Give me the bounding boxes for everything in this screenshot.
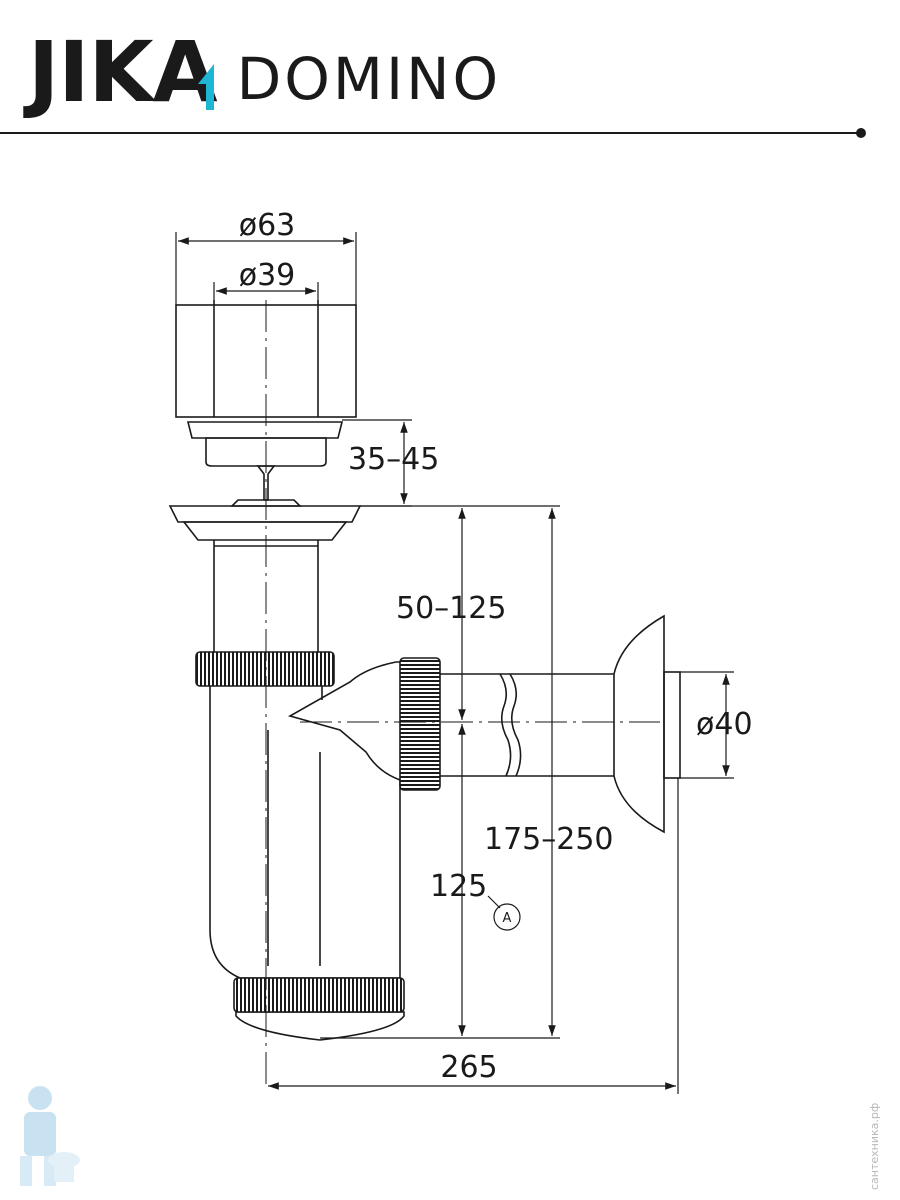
label-plug-gap: 35–45 — [348, 442, 439, 477]
product-name: DOMINO — [236, 45, 502, 113]
trap-body-outline — [209, 661, 401, 979]
strainer-rim — [186, 421, 344, 439]
label-outer-diameter: ø63 — [239, 208, 296, 243]
flange-taper — [182, 521, 348, 541]
outlet-knurled-nut — [399, 657, 441, 791]
strainer-cup — [205, 437, 327, 467]
label-lower-height: 125 — [430, 869, 487, 904]
callout-label: A — [503, 911, 512, 926]
brand-logo: JIKA DOMINO — [28, 22, 501, 114]
lower-knurled-nut — [233, 977, 405, 1013]
plumber-mascot-icon — [20, 1086, 80, 1186]
watermark-text: сантехника.рф — [868, 1102, 881, 1190]
brand-accent-mark — [198, 64, 214, 110]
label-total-height: 175–250 — [484, 822, 614, 857]
upper-knurled-nut — [195, 651, 335, 687]
callout-circle — [493, 903, 521, 931]
label-width: 265 — [440, 1050, 497, 1085]
header-divider-dot — [856, 128, 866, 138]
header-divider — [0, 132, 860, 134]
upper-flange — [168, 505, 362, 523]
label-inlet-height: 50–125 — [396, 591, 506, 626]
wall-rosette — [613, 614, 665, 834]
trap-bowl — [235, 1011, 405, 1041]
brand-name: JIKA — [28, 23, 218, 121]
label-inner-diameter: ø39 — [239, 258, 296, 293]
label-outlet-diameter: ø40 — [696, 707, 753, 742]
wall-outlet-stub — [663, 671, 681, 779]
